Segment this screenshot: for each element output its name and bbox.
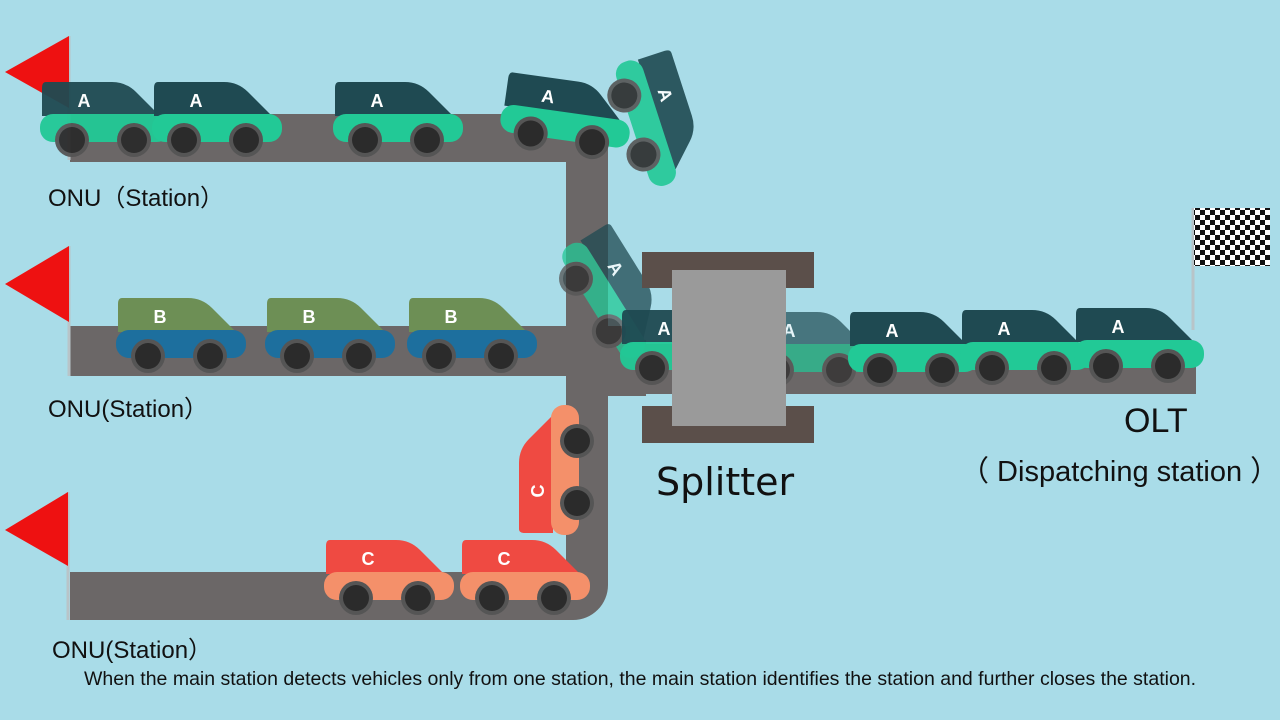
car-icon: A: [960, 310, 1090, 385]
car-icon: B: [265, 298, 395, 373]
checkered-flag-icon: [1194, 208, 1270, 266]
car-letter: A: [78, 91, 91, 111]
car-icon: A: [500, 72, 630, 162]
car-icon: A: [40, 82, 170, 157]
car-letter: A: [998, 319, 1011, 339]
splitter: [642, 252, 814, 443]
car-letter: B: [154, 307, 167, 327]
car-letter: C: [362, 549, 375, 569]
olt-label: OLT: [1124, 402, 1188, 440]
red-flag-icon: [5, 246, 69, 322]
car-letter: A: [540, 86, 556, 108]
car-letter: C: [528, 485, 548, 498]
car-letter: A: [654, 86, 677, 105]
car-letter: A: [658, 319, 671, 339]
car-icon: A: [333, 82, 463, 157]
car-icon: C: [519, 405, 594, 535]
flag-station-3: [5, 492, 70, 620]
caption: When the main station detects vehicles o…: [83, 668, 1197, 690]
red-flag-icon: [5, 492, 68, 566]
olt-sublabel: （ Dispatching station ）: [960, 456, 1280, 488]
car-icon: A: [152, 82, 282, 157]
car-letter: C: [498, 549, 511, 569]
station-1-label: ONU（Station）: [48, 185, 225, 212]
car-icon: C: [460, 540, 590, 615]
car-letter: B: [445, 307, 458, 327]
station-2-label: ONU(Station）: [48, 396, 209, 423]
car-icon: A: [1074, 308, 1204, 383]
car-icon: A: [848, 312, 978, 387]
car-letter: A: [371, 91, 384, 111]
car-letter: B: [303, 307, 316, 327]
splitter-box: [672, 270, 786, 426]
car-icon: C: [324, 540, 454, 615]
splitter-label: Splitter: [656, 460, 795, 504]
car-letter: A: [886, 321, 899, 341]
car-letter: A: [190, 91, 203, 111]
car-icon: B: [116, 298, 246, 373]
car-letter: A: [1112, 317, 1125, 337]
car-icon: A: [602, 50, 694, 186]
flag-station-2: [5, 246, 71, 376]
station-3-label: ONU(Station）: [52, 637, 213, 664]
car-icon: B: [407, 298, 537, 373]
checkered-flag: [1191, 208, 1270, 330]
